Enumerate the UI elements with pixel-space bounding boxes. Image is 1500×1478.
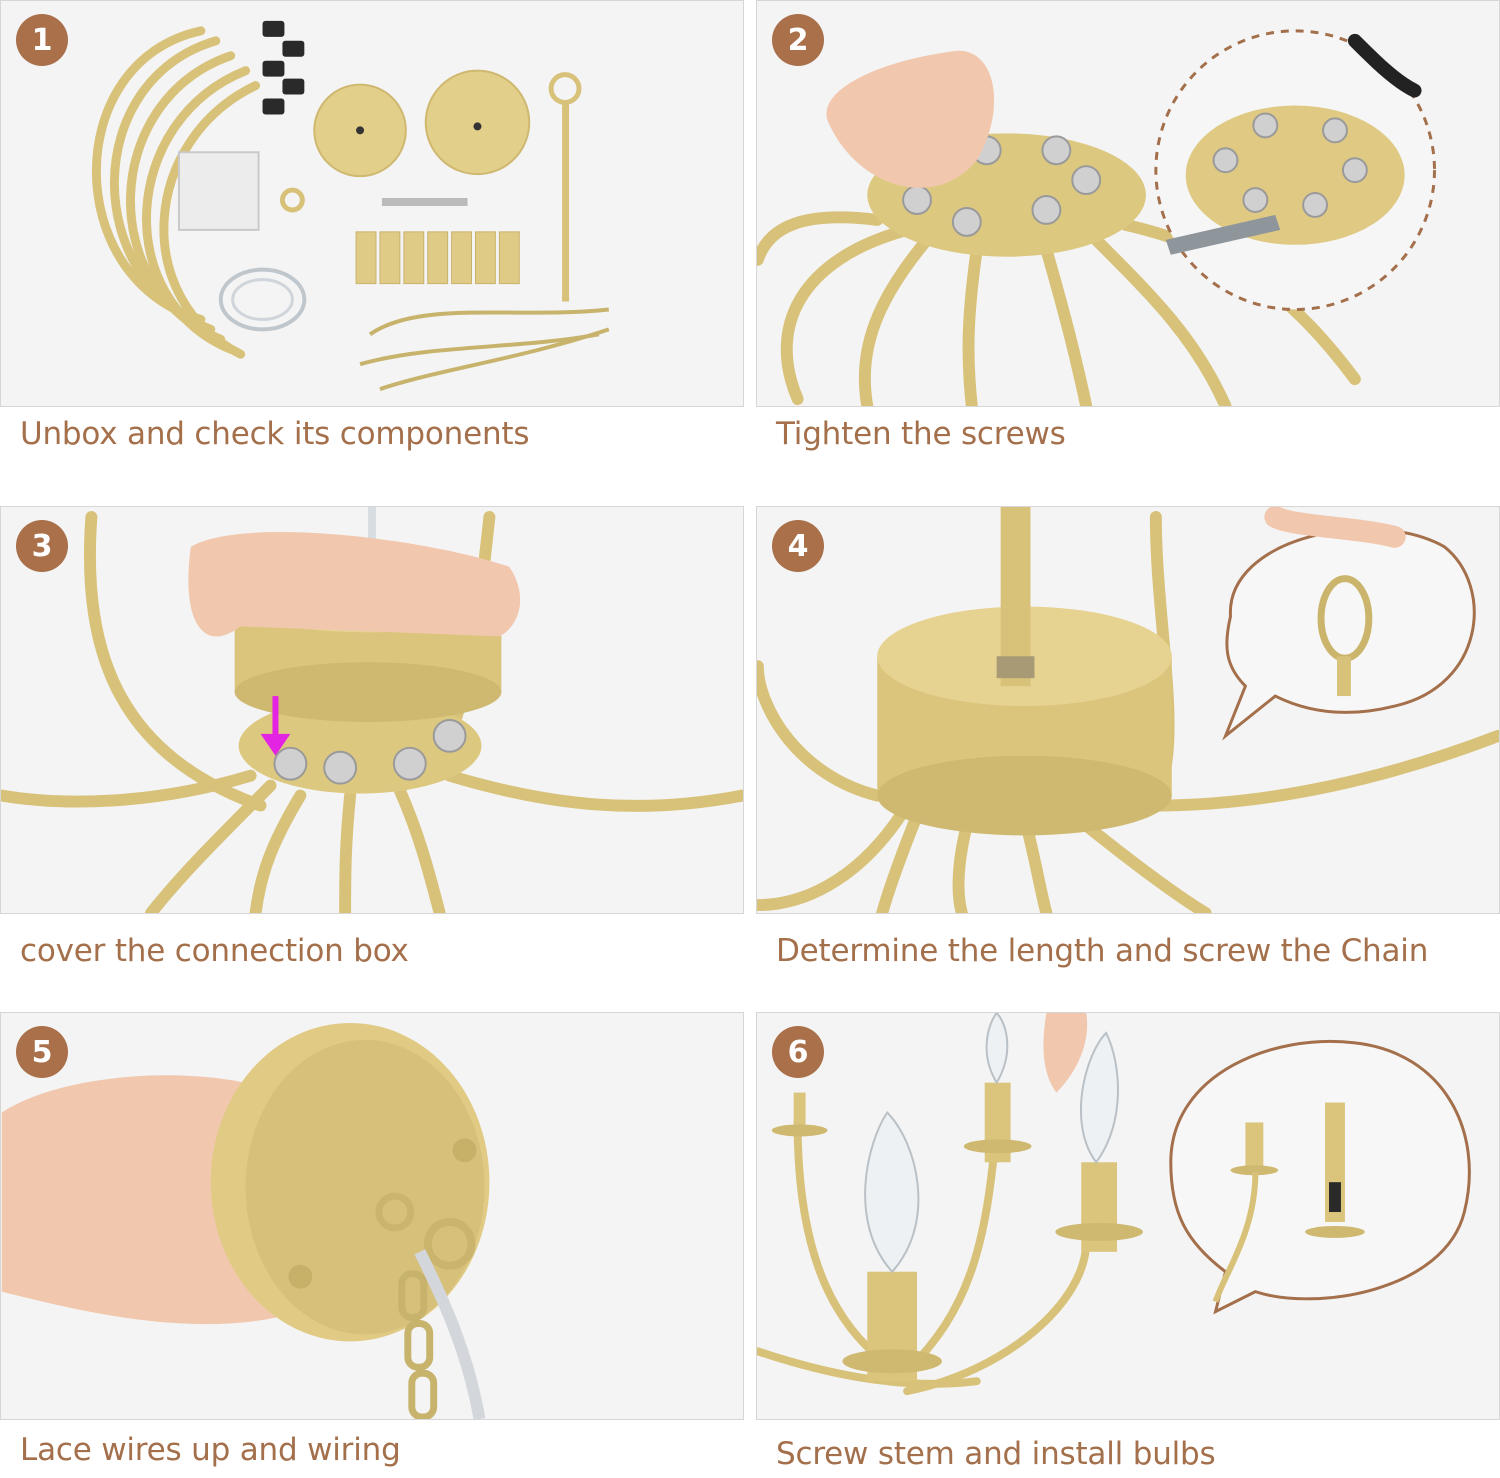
components-illustration (92, 20, 610, 391)
step-4-caption: Determine the length and screw the Chain (776, 933, 1429, 969)
step-1-badge: 1 (16, 14, 68, 66)
wiring-illustration (1, 1022, 490, 1419)
hand-icon (188, 532, 521, 637)
install-bulbs-illustration (757, 1013, 1471, 1396)
magenta-down-arrow-icon (260, 696, 291, 756)
step-1-photo (0, 0, 744, 407)
cover-box-illustration (1, 507, 743, 913)
step-2-caption: Tighten the screws (776, 416, 1066, 452)
step-5-panel: 5 Lace wires up and wiring (0, 1012, 744, 1478)
step-3-badge: 3 (16, 520, 68, 572)
step-1-panel: 1 Unbox and check its components (0, 0, 744, 480)
step-4-photo (756, 506, 1500, 914)
step-6-badge: 6 (772, 1026, 824, 1078)
step-6-panel: 6 Screw stem and install bulbs (756, 1012, 1500, 1478)
step-2-panel: 2 Tighten the screws (756, 0, 1500, 480)
step-2-badge: 2 (772, 14, 824, 66)
hand-icon (826, 50, 995, 188)
step-1-caption: Unbox and check its components (20, 416, 530, 452)
step-6-caption: Screw stem and install bulbs (776, 1436, 1216, 1472)
step-3-photo (0, 506, 744, 914)
step-4-badge: 4 (772, 520, 824, 572)
step-5-badge: 5 (16, 1026, 68, 1078)
step-3-caption: cover the connection box (20, 933, 409, 969)
step-5-photo (0, 1012, 744, 1420)
step-4-panel: 4 Determine the length and screw the Cha… (756, 506, 1500, 986)
step-3-panel: 3 cover the connection box (0, 506, 744, 986)
step-2-photo (756, 0, 1500, 407)
hand-icon (1043, 1013, 1088, 1093)
step-6-photo (756, 1012, 1500, 1420)
chain-length-illustration (757, 507, 1499, 913)
tighten-screws-illustration (757, 29, 1436, 406)
step-5-caption: Lace wires up and wiring (20, 1432, 401, 1468)
